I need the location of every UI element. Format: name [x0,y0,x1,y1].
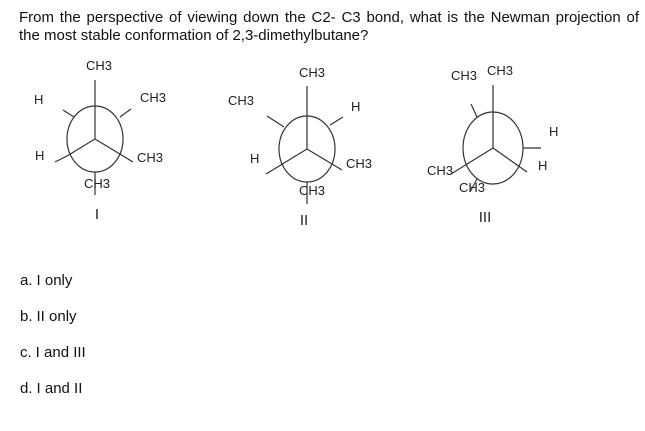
methyl-label: CH3 [84,176,110,191]
back-bond [62,109,75,118]
newman-projection-ii-labels: CH3 CH3 H H CH3 CH3 II [228,65,372,229]
option-letter: a. [20,272,33,289]
methyl-label: CH3 [346,156,372,171]
hydrogen-label: H [538,158,547,173]
option-text: I and III [35,344,86,361]
front-bond [306,148,343,171]
answer-option-c[interactable]: c.I and III [20,344,86,361]
answer-option-b[interactable]: b.II only [20,308,77,325]
newman-projection-i-labels: CH3 H CH3 H CH3 CH3 I [34,58,166,223]
front-bond [265,148,308,175]
methyl-label: CH3 [451,68,477,83]
methyl-label: CH3 [299,65,325,80]
hydrogen-label: H [35,148,44,163]
methyl-label: CH3 [459,180,485,195]
methyl-label: CH3 [140,90,166,105]
option-letter: c. [20,344,32,361]
hydrogen-label: H [351,99,360,114]
back-bond [470,103,478,118]
hydrogen-label: H [250,151,259,166]
option-text: I and II [36,380,83,397]
back-bond [329,116,344,126]
back-bond [266,115,285,128]
front-bond [94,138,134,163]
front-bond [492,147,528,173]
newman-projections-figure: CH3 H CH3 H CH3 CH3 I CH3 CH3 H H CH3 CH… [34,58,558,229]
back-bond [469,178,478,193]
front-bond [450,147,494,175]
newman-projection-iii-bonds [450,85,541,193]
projection-numeral: I [95,206,99,223]
methyl-label: CH3 [137,150,163,165]
answer-option-a[interactable]: a.I only [20,272,72,289]
back-bond [54,155,68,163]
methyl-label: CH3 [427,163,453,178]
newman-projection-i-bonds [54,80,134,195]
back-bond [119,108,132,118]
option-text: I only [36,272,73,289]
projection-numeral: II [300,212,308,229]
option-letter: b. [20,308,33,325]
newman-projection-iii-labels: CH3 CH3 H H CH3 CH3 III [427,63,558,226]
hydrogen-label: H [34,92,43,107]
projection-numeral: III [479,209,492,226]
methyl-label: CH3 [86,58,112,73]
newman-projection-ii-bonds [265,86,344,204]
hydrogen-label: H [549,124,558,139]
answer-option-d[interactable]: d.I and II [20,380,82,397]
methyl-label: CH3 [487,63,513,78]
option-text: II only [36,308,77,325]
question-text: From the perspective of viewing down the… [19,9,639,44]
methyl-label: CH3 [228,93,254,108]
front-bond [66,138,96,157]
option-letter: d. [20,380,33,397]
methyl-label: CH3 [299,183,325,198]
